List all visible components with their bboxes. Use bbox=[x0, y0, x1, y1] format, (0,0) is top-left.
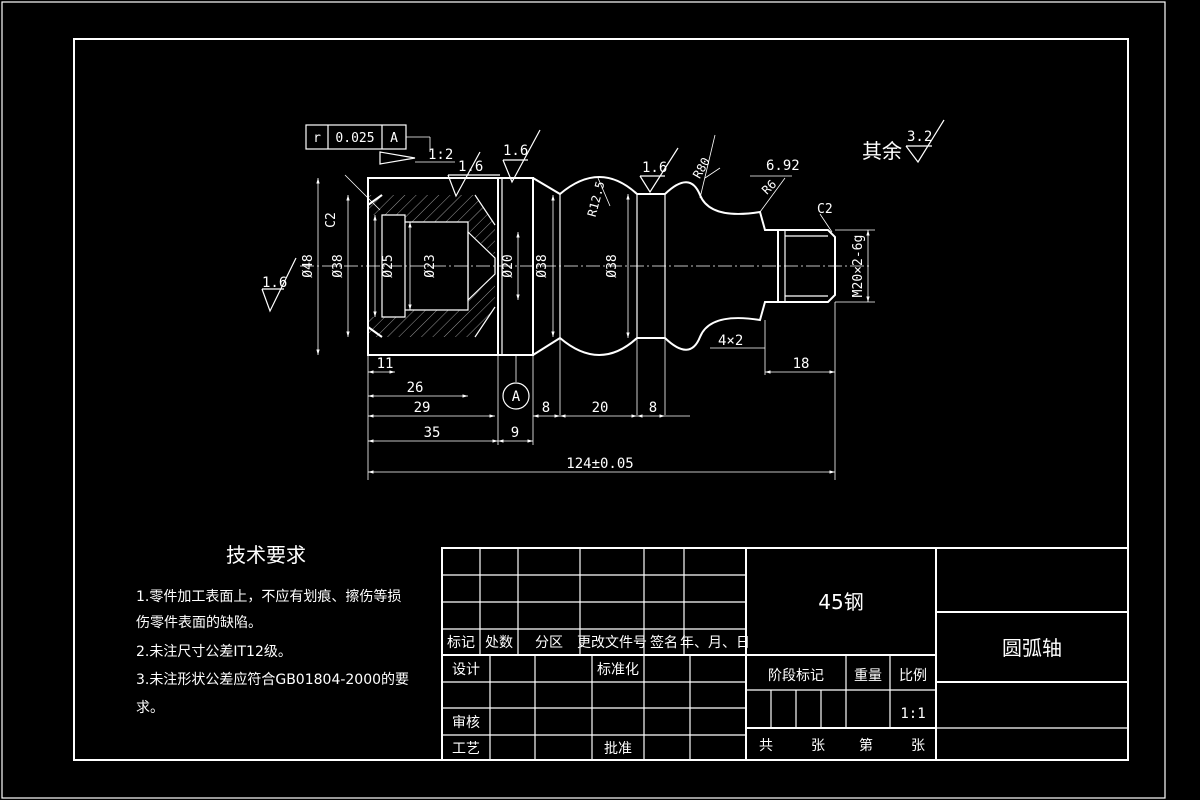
len-11: 11 bbox=[377, 356, 394, 372]
dia-20: Ø20 bbox=[501, 254, 516, 277]
dia-38-bore: Ø38 bbox=[331, 254, 346, 277]
outer-border bbox=[1, 1, 1166, 799]
drawing-labels: r 0.025 A 1:2 1.6 1.6 1.6 1.6 其余 3.2 C2 … bbox=[262, 129, 932, 472]
roughness-collar-label: 1.6 bbox=[503, 143, 528, 159]
rev-header-5: 年、月、日 bbox=[680, 635, 750, 651]
len-total: 124±0.05 bbox=[566, 456, 633, 472]
dia-38-collar: Ø38 bbox=[535, 254, 550, 277]
rev-header-3: 更改文件号 bbox=[577, 635, 647, 651]
tech-line-5: 求。 bbox=[136, 700, 164, 716]
tech-line-3: 2.未注尺寸公差IT12级。 bbox=[136, 644, 292, 660]
roughness-middle-label: 1.6 bbox=[642, 160, 667, 176]
section-hatch-upper bbox=[368, 195, 495, 255]
roughness-general-value: 3.2 bbox=[907, 129, 932, 145]
len-8a: 8 bbox=[542, 400, 550, 416]
stage-label: 阶段标记 bbox=[768, 668, 824, 684]
scale-value: 1:1 bbox=[900, 706, 925, 722]
weight-label: 重量 bbox=[854, 668, 882, 684]
gdt-tolerance: 0.025 bbox=[335, 131, 374, 146]
scale-label: 比例 bbox=[899, 668, 927, 684]
len-8b: 8 bbox=[649, 400, 657, 416]
process-label: 工艺 bbox=[452, 741, 480, 757]
roughness-general-text: 其余 bbox=[862, 139, 902, 163]
radius-small: R6 bbox=[759, 177, 779, 197]
len-26: 26 bbox=[407, 380, 424, 396]
chamfer-right: C2 bbox=[817, 202, 833, 217]
roughness-left bbox=[261, 257, 297, 313]
review-label: 审核 bbox=[452, 715, 480, 731]
tech-line-2: 伤零件表面的缺陷。 bbox=[136, 615, 262, 631]
offset-dim: 6.92 bbox=[766, 158, 800, 174]
roughness-general bbox=[905, 119, 945, 164]
standard-label: 标准化 bbox=[597, 662, 639, 678]
gdt-datum: A bbox=[390, 131, 398, 146]
section-hatch-lower bbox=[368, 277, 495, 337]
chamfer-left: C2 bbox=[324, 212, 339, 228]
thread-dim: M20×2-6g bbox=[851, 235, 866, 298]
dia-25: Ø25 bbox=[381, 254, 396, 277]
bore-cone bbox=[467, 230, 496, 302]
groove-dim: 4×2 bbox=[718, 333, 743, 349]
taper-symbol bbox=[379, 151, 416, 165]
part-view bbox=[261, 119, 945, 480]
design-label: 设计 bbox=[452, 662, 480, 678]
len-29: 29 bbox=[414, 400, 431, 416]
len-20: 20 bbox=[592, 400, 609, 416]
rev-header-0: 标记 bbox=[447, 635, 475, 651]
roughness-middle bbox=[639, 147, 679, 194]
roughness-bore-label: 1.6 bbox=[458, 159, 483, 175]
tech-requirements: 技术要求 1.零件加工表面上，不应有划痕、擦伤等损 伤零件表面的缺陷。 2.未注… bbox=[136, 543, 409, 716]
roughness-left-label: 1.6 bbox=[262, 275, 287, 291]
thread-body bbox=[778, 229, 836, 303]
rev-header-1: 处数 bbox=[485, 635, 513, 651]
len-18: 18 bbox=[793, 356, 810, 372]
tech-line-4: 3.未注形状公差应符合GB01804-2000的要 bbox=[136, 671, 409, 688]
title-block: 45钢 圆弧轴 标记 处数 分区 更改文件号 签名 年、月、日 设计 标准化 审… bbox=[441, 547, 1129, 761]
datum-circle bbox=[502, 382, 530, 410]
radius-large: R12.5 bbox=[585, 180, 608, 219]
part-name: 圆弧轴 bbox=[1002, 636, 1062, 660]
total-sheets-b: 张 bbox=[811, 738, 825, 754]
tech-line-1: 1.零件加工表面上，不应有划痕、擦伤等损 bbox=[136, 588, 401, 605]
datum-label: A bbox=[512, 389, 521, 405]
len-35: 35 bbox=[424, 425, 441, 441]
approve-label: 批准 bbox=[604, 741, 632, 757]
rev-header-4: 签名 bbox=[650, 634, 678, 651]
dia-38-ball: Ø38 bbox=[605, 254, 620, 277]
taper-label: 1:2 bbox=[428, 147, 453, 163]
total-sheets-a: 共 bbox=[759, 738, 773, 754]
dia-48: Ø48 bbox=[301, 254, 316, 277]
len-9: 9 bbox=[511, 425, 519, 441]
bore-25 bbox=[381, 214, 406, 318]
collar bbox=[498, 177, 534, 356]
gdt-symbol: r bbox=[313, 131, 321, 146]
sheet-no-b: 张 bbox=[911, 738, 925, 754]
sheet-no-a: 第 bbox=[859, 737, 873, 754]
tech-title: 技术要求 bbox=[226, 543, 306, 567]
dia-23: Ø23 bbox=[423, 254, 438, 277]
roughness-bore bbox=[447, 151, 500, 198]
roughness-collar bbox=[502, 129, 541, 184]
material: 45钢 bbox=[818, 590, 863, 614]
rev-header-2: 分区 bbox=[535, 635, 563, 651]
